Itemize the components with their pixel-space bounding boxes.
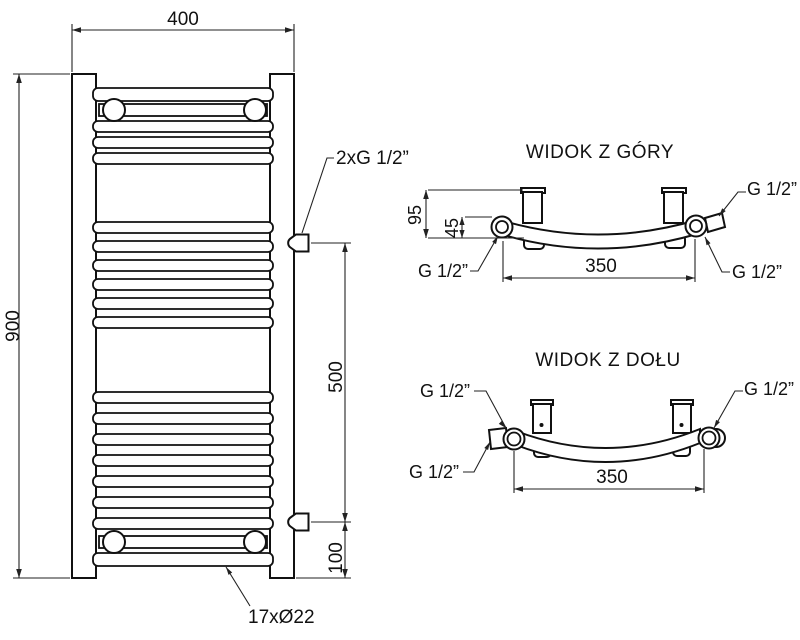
- towel-rung: [92, 433, 274, 446]
- dim-350-top-view-text: 350: [585, 256, 617, 277]
- towel-rung: [92, 552, 274, 567]
- towel-rung: [92, 316, 274, 329]
- right-collector-tube: [269, 73, 295, 579]
- callout-top-view-right-bottom: G 1/2”: [704, 236, 782, 282]
- left-post: [532, 403, 552, 434]
- left-post: [522, 191, 543, 224]
- connections-label: 2xG 1/2”: [336, 148, 409, 169]
- right-nipple-stub: [703, 211, 727, 234]
- top-view-drawing: WIDOK Z GÓRY 95: [405, 141, 797, 282]
- towel-rung: [92, 136, 274, 149]
- left-fitting-port: [506, 431, 522, 447]
- dim-500-text: 500: [326, 361, 347, 393]
- towel-rung: [92, 391, 274, 404]
- right-fitting-port: [701, 430, 717, 446]
- g-half-label: G 1/2”: [409, 462, 459, 482]
- towel-rung: [92, 517, 274, 530]
- dim-400-text: 400: [167, 9, 199, 30]
- callout-bottom-view-left-top: G 1/2”: [420, 381, 507, 429]
- towel-rung: [92, 454, 274, 467]
- valve-connection-top: [287, 233, 310, 253]
- callout-top-view-left-bottom: G 1/2”: [418, 235, 499, 281]
- right-fitting-port: [689, 219, 703, 233]
- dim-95-text: 95: [405, 205, 425, 225]
- mounting-bracket-bottom-right: [243, 530, 267, 554]
- left-collector-tube: [71, 73, 97, 579]
- left-post-screw-hole: [539, 423, 544, 427]
- dim-350-bottom-view-text: 350: [596, 467, 628, 488]
- bottom-view-drawing: WIDOK Z DOŁU 350: [409, 350, 794, 493]
- towel-rung: [92, 240, 274, 253]
- callout-top-view-right-top: G 1/2”: [718, 179, 797, 217]
- g-half-label: G 1/2”: [418, 261, 468, 281]
- towel-rung: [92, 120, 274, 133]
- dim-100-text: 100: [326, 542, 347, 574]
- callout-connections: 2xG 1/2”: [301, 148, 409, 234]
- right-post: [663, 191, 684, 224]
- valve-connection-bottom: [287, 512, 310, 532]
- g-half-label: G 1/2”: [420, 381, 470, 401]
- dim-spacing-350-top-view: 350: [502, 239, 696, 282]
- g-half-label: G 1/2”: [747, 179, 797, 199]
- dim-depth-95: 95: [405, 189, 524, 239]
- towel-rung: [92, 278, 274, 291]
- mounting-bracket-top-left: [102, 98, 126, 122]
- callout-tubes: 17xØ22: [225, 566, 315, 628]
- towel-rung: [92, 87, 274, 102]
- towel-rung: [92, 475, 274, 488]
- towel-rungs: [92, 87, 274, 567]
- mounting-bracket-top-right: [243, 98, 267, 122]
- towel-rung: [92, 152, 274, 165]
- towel-rung: [92, 259, 274, 272]
- dim-900-text: 900: [3, 310, 24, 342]
- top-view-title: WIDOK Z GÓRY: [526, 141, 674, 163]
- towel-rung: [92, 496, 274, 509]
- towel-rung: [92, 297, 274, 310]
- dim-spacing-350-bottom-view: 350: [513, 449, 705, 493]
- towel-rung: [92, 221, 274, 234]
- dim-45-text: 45: [442, 218, 462, 238]
- left-fitting-port: [495, 220, 509, 234]
- dim-height-900: 900: [3, 73, 70, 579]
- towel-rung: [92, 412, 274, 425]
- bottom-view-title: WIDOK Z DOŁU: [535, 350, 680, 371]
- callout-bottom-view-left-bottom: G 1/2”: [409, 441, 491, 482]
- g-half-label: G 1/2”: [732, 262, 782, 282]
- dim-valve-spacing-500-100: 500 100: [296, 242, 351, 579]
- front-view-drawing: 400 900 500 100 2xG 1/2”: [3, 9, 409, 628]
- tubes-label: 17xØ22: [248, 607, 315, 628]
- callout-bottom-view-right-top: G 1/2”: [713, 379, 794, 429]
- mounting-bracket-bottom-left: [102, 530, 126, 554]
- dim-axis-45: 45: [442, 216, 492, 238]
- dim-width-400: 400: [71, 9, 295, 72]
- g-half-label: G 1/2”: [744, 379, 794, 399]
- right-post: [672, 403, 692, 434]
- right-post-screw-hole: [679, 423, 684, 427]
